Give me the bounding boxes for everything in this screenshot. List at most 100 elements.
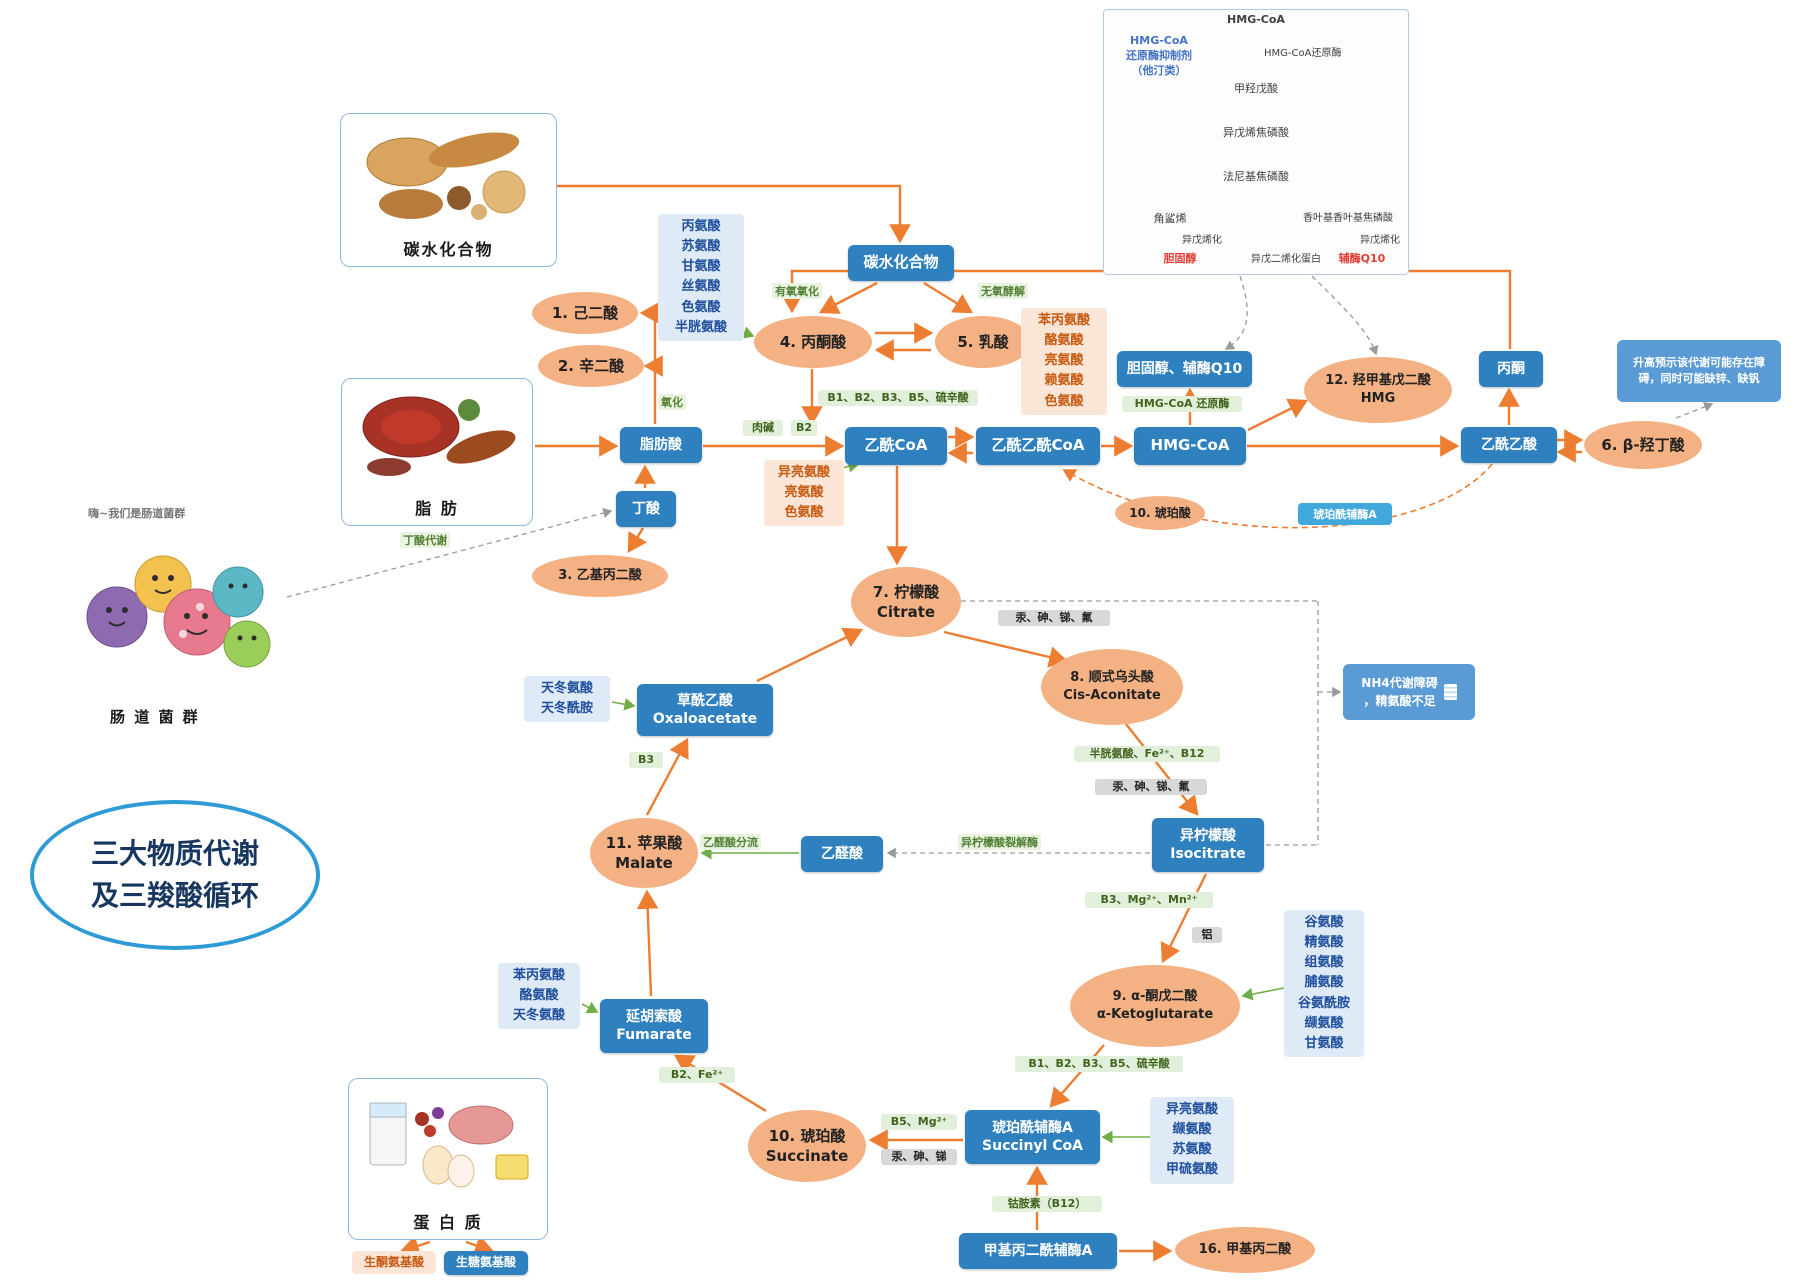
arrow-malate-to-oaa [645,737,689,816]
node-carbohydrate: 碳水化合物 [848,245,954,281]
node-acetone: 丙酮 [1479,351,1543,387]
toxin-aconitase-2: 汞、砷、锑、氟 [1095,779,1207,795]
cofactor-aconitase: 半胱氨酸、Fe²⁺、B12 [1074,746,1220,762]
arrow-butyrate-to-ethylmalonic [627,527,647,554]
aminos-fumarate: 苯丙氨酸 酪氨酸 天冬氨酸 [498,963,580,1030]
node-suberic-acid: 2. 辛二酸 [538,345,644,387]
node-succinyl-coa-mini: 琥珀酰辅酶A [1298,503,1392,525]
dashed-bhb-to-note [1675,401,1714,419]
sub-cholesterol: 胆固醇 [1163,252,1197,265]
aminos-acetoacetyl: 苯丙氨酸 酪氨酸 亮氨酸 赖氨酸 色氨酸 [1021,308,1107,415]
sub-hmg-coa: HMG-CoA [1227,13,1285,26]
arrow-aminos-to-akg [1241,987,1285,1001]
cofactor-hmg-reductase: HMG-CoA 还原酶 [1122,396,1242,412]
dashed-gut-to-butyrate [286,507,613,598]
toxin-aluminum: 铝 [1192,927,1222,943]
node-oxaloacetate: 草酰乙酸 Oxaloacetate [637,684,773,736]
aminos-akg: 谷氨酸 精氨酸 组氨酸 脯氨酸 谷氨酰胺 缬氨酸 甘氨酸 [1284,910,1364,1057]
node-methylmalonic-acid: 16. 甲基丙二酸 [1175,1227,1315,1273]
note-bhb: 升高预示该代谢可能存在障碍，同时可能缺锌、缺钒 [1617,340,1781,402]
node-succinate: 10. 琥珀酸 Succinate [748,1110,866,1182]
gut-speech-text: 嗨~我们是肠道菌群 [88,507,186,520]
arrow-carbimg-to-carbbox [557,184,911,244]
carb-image [366,132,525,220]
node-hmg: 12. 羟甲基戊二酸 HMG [1304,357,1452,423]
arrow-hmgcoa-to-hmg [1247,398,1309,432]
sub-prenylation-2: 异戊烯化 [1360,235,1400,246]
arrow-acetone-to-pyruvate [781,269,1512,349]
arrow-cisaconitate-to-isocitrate [1125,723,1199,816]
mevalonate-pathway-box [1103,9,1409,275]
sub-mevalonate: 甲羟戊酸 [1234,82,1278,95]
aminos-oxaloacetate: 天冬氨酸 天冬酰胺 [524,676,610,723]
label-aerobic-oxidation: 有氧氧化 [772,283,822,299]
node-acetoacetate: 乙酰乙酸 [1461,427,1557,463]
node-glyoxylate: 乙醛酸 [801,836,883,872]
aminos-succinyl: 异亮氨酸 缬氨酸 苏氨酸 甲硫氨酸 [1150,1097,1234,1184]
node-adipic-acid: 1. 己二酸 [532,292,638,334]
node-butyrate: 丁酸 [616,491,676,527]
sub-ggpp: 香叶基香叶基焦磷酸 [1303,213,1393,224]
note-nh4-text: NH4代谢障碍 ，精氨酸不足 [1361,676,1438,708]
arrow-protein-to-glucogenic [465,1235,495,1256]
node-fatty-acid: 脂肪酸 [620,427,702,463]
fat-image [362,396,516,476]
node-ethylmalonic-acid: 3. 乙基丙二酸 [532,555,668,597]
node-acetoacetyl-coa: 乙酰乙酰CoA [976,427,1100,465]
node-succinyl-coa: 琥珀酰辅酶A Succinyl CoA [965,1110,1100,1164]
sub-fpp: 法尼基焦磷酸 [1223,170,1289,183]
document-icon [1443,684,1457,700]
protein-image [369,1102,529,1188]
arrow-succinate-to-fumarate [673,1054,767,1113]
sub-prenylated-protein: 异戊二烯化蛋白 [1251,254,1321,265]
cofactor-pdh: B1、B2、B3、B5、硫辛酸 [818,390,978,406]
cofactor-carnitine: 肉碱 [743,420,783,436]
node-cis-aconitate: 8. 顺式乌头酸 Cis-Aconitate [1041,649,1183,725]
arrow-oaa-to-citrate [756,627,864,683]
toxin-sdh: 汞、砷、锑 [881,1149,957,1165]
arrow-protein-to-ketogenic [399,1235,431,1257]
sub-coq10: 辅酶Q10 [1338,252,1386,265]
arrow-carb-to-pyruvate [818,281,878,314]
node-acetyl-coa: 乙酰CoA [845,427,947,465]
dashed-sub-to-cholesterolbox [1224,275,1248,350]
cofactor-kgdh: B1、B2、B3、B5、硫辛酸 [1015,1056,1183,1072]
toxin-aconitase-1: 汞、砷、锑、氟 [998,610,1110,626]
protein-food-box: 蛋 白 质 [348,1078,548,1240]
gut-flora-label: 肠 道 菌 群 [110,708,200,726]
carb-food-label: 碳水化合物 [403,240,494,259]
node-isocitrate: 异柠檬酸 Isocitrate [1152,818,1264,872]
label-omega-oxidation: 氧化 [658,394,686,410]
label-glyoxylate-shunt: 乙醛酸分流 [700,834,761,850]
label-butyrate-pathway: 丁酸代谢 [400,532,450,548]
arrow-citrate-to-cisaconitate [943,630,1069,668]
fat-food-label: 脂 肪 [415,499,459,518]
node-hmg-coa: HMG-CoA [1134,427,1246,465]
sub-statin-note: HMG-CoA 还原酶抑制剂 （他汀类） [1126,34,1192,77]
sub-squalene: 角鲨烯 [1153,212,1187,225]
arrow-aminos-to-fumarate [581,1001,599,1014]
label-anaerobic-glycolysis: 无氧酵解 [978,283,1028,299]
note-nh4: NH4代谢障碍 ，精氨酸不足 [1343,664,1475,720]
cofactor-mdh: B3 [629,752,663,768]
carb-food-box: 碳水化合物 [340,113,557,267]
page-title: 三大物质代谢 及三羧酸循环 [30,800,320,950]
node-cholesterol-coq10: 胆固醇、辅酶Q10 [1117,351,1252,387]
arrow-fattyacid-to-adipic [639,302,659,424]
arrow-isocitrate-to-akg [1160,873,1208,964]
arrow-ketone-recycle [1062,463,1493,529]
protein-food-label: 蛋 白 质 [413,1213,483,1232]
dashed-sub-to-hmg [1311,275,1379,356]
label-isocitrate-lyase: 异柠檬酸裂解酶 [958,834,1041,850]
node-malate: 11. 苹果酸 Malate [590,818,698,888]
sub-ipp: 异戊烯焦磷酸 [1223,126,1289,139]
sub-prenylation-1: 异戊烯化 [1182,235,1222,246]
node-citrate: 7. 柠檬酸 Citrate [851,567,961,637]
label-glucogenic-aminos: 生糖氨基酸 [444,1251,528,1275]
fat-food-box: 脂 肪 [341,378,533,526]
cofactor-sdh: B2、Fe²⁺ [659,1067,735,1083]
node-methylmalonyl-coa: 甲基丙二酰辅酶A [959,1233,1117,1269]
gut-flora-image [86,555,271,668]
label-ketogenic-aminos: 生酮氨基酸 [352,1251,436,1274]
